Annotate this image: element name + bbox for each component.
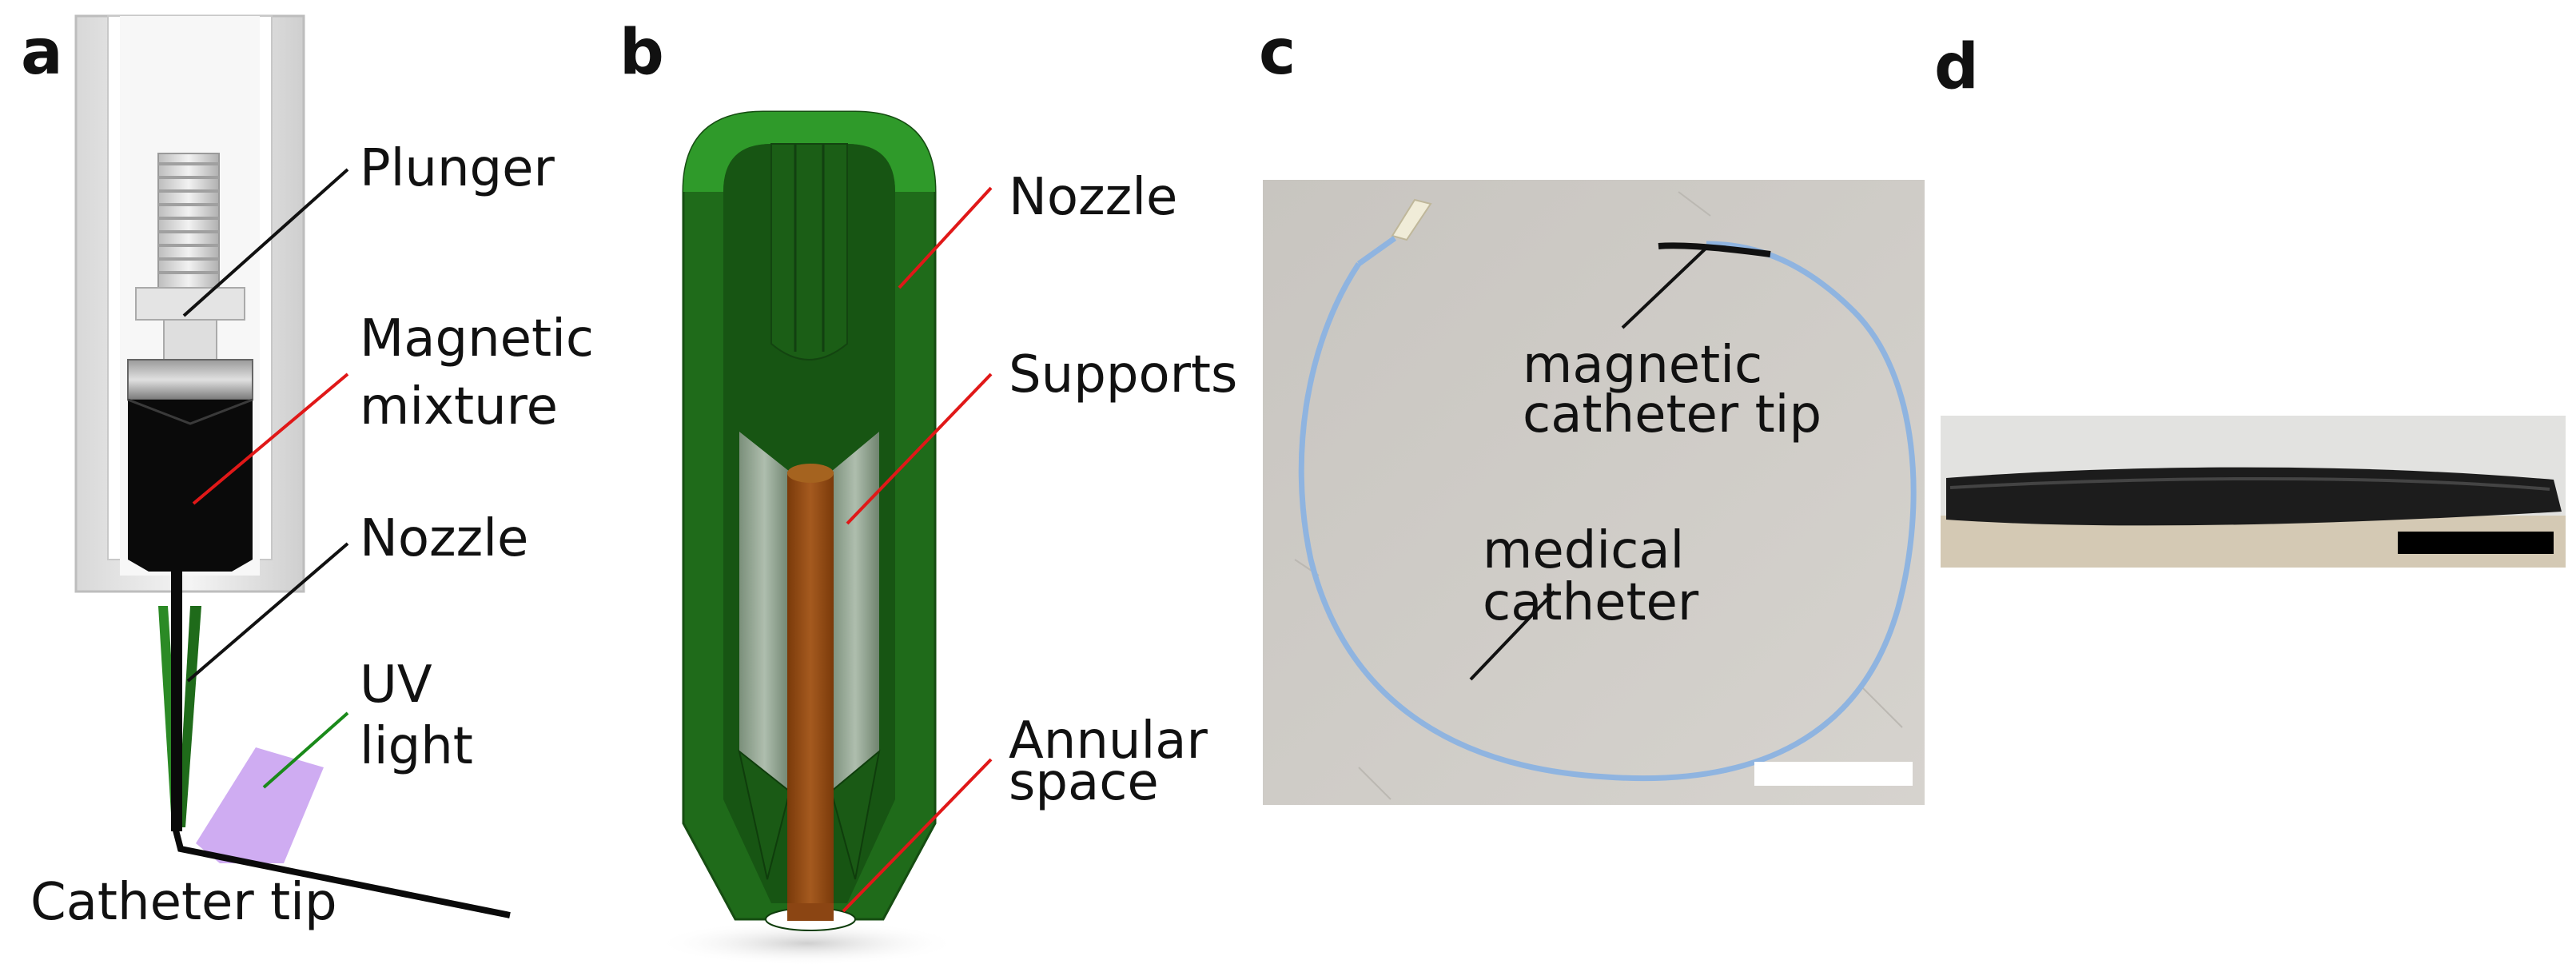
panel-b-letter: b xyxy=(619,17,664,89)
catheter-photo xyxy=(1263,180,1925,805)
nozzle-rim xyxy=(683,112,935,192)
central-rod xyxy=(787,472,834,923)
label-supports: Supports xyxy=(1009,345,1237,404)
label-magnetic-tip-2: catheter tip xyxy=(1523,385,1822,444)
plunger-screw xyxy=(157,153,220,290)
panel-b: b Nozzle Supports Annular space xyxy=(619,17,1237,966)
panel-c: c magnetic catheter tip medical catheter xyxy=(1259,17,1925,805)
leader-uv xyxy=(262,711,349,789)
label-nozzle-a: Nozzle xyxy=(360,509,528,568)
plunger-head xyxy=(135,287,245,321)
medical-catheter-line xyxy=(1298,236,1917,782)
leader-medical-catheter xyxy=(1469,590,1556,681)
nozzle-needle xyxy=(171,568,182,831)
label-uv-2: light xyxy=(360,717,473,776)
label-annular-1: Annular xyxy=(1009,711,1208,771)
magnetic-mixture xyxy=(128,400,253,572)
label-medical-2: catheter xyxy=(1483,573,1699,632)
magnetic-tip-segment xyxy=(1658,242,1771,257)
label-medical-1: medical xyxy=(1483,521,1684,580)
leader-annular xyxy=(842,758,993,913)
label-magnetic-2: mixture xyxy=(360,377,558,436)
plunger-stem xyxy=(163,319,217,361)
label-magnetic-1: Magnetic xyxy=(360,309,594,368)
scale-bar-c xyxy=(1754,762,1913,786)
label-catheter-tip: Catheter tip xyxy=(30,873,337,932)
scale-bar-d xyxy=(2398,532,2554,554)
panel-a: a Plunger Magnetic mixture xyxy=(21,14,594,932)
leader-supports xyxy=(846,372,993,525)
uv-light xyxy=(196,747,324,863)
leader-nozzle-b xyxy=(898,186,993,289)
support-left xyxy=(739,432,790,791)
panel-d-letter: d xyxy=(1934,31,1979,103)
label-annular-2: space xyxy=(1009,753,1159,812)
label-uv-1: UV xyxy=(360,655,432,715)
nozzle-shadow xyxy=(655,921,959,966)
panel-d: d xyxy=(1934,31,2566,568)
label-plunger: Plunger xyxy=(360,139,555,198)
plunger-ring xyxy=(127,359,253,400)
panel-c-letter: c xyxy=(1259,17,1296,89)
catheter-connector xyxy=(1391,198,1432,241)
label-nozzle-b: Nozzle xyxy=(1009,168,1177,227)
label-magnetic-tip-1: magnetic xyxy=(1523,336,1762,395)
leader-magnetic-mixture xyxy=(192,372,349,505)
catheter-tip xyxy=(172,826,511,918)
nozzle-green-right xyxy=(177,606,201,827)
leader-magnetic-tip xyxy=(1621,246,1708,329)
leader-nozzle-a xyxy=(186,542,349,683)
panel-a-letter: a xyxy=(21,17,63,89)
support-right xyxy=(831,432,879,791)
leader-plunger xyxy=(182,168,349,317)
